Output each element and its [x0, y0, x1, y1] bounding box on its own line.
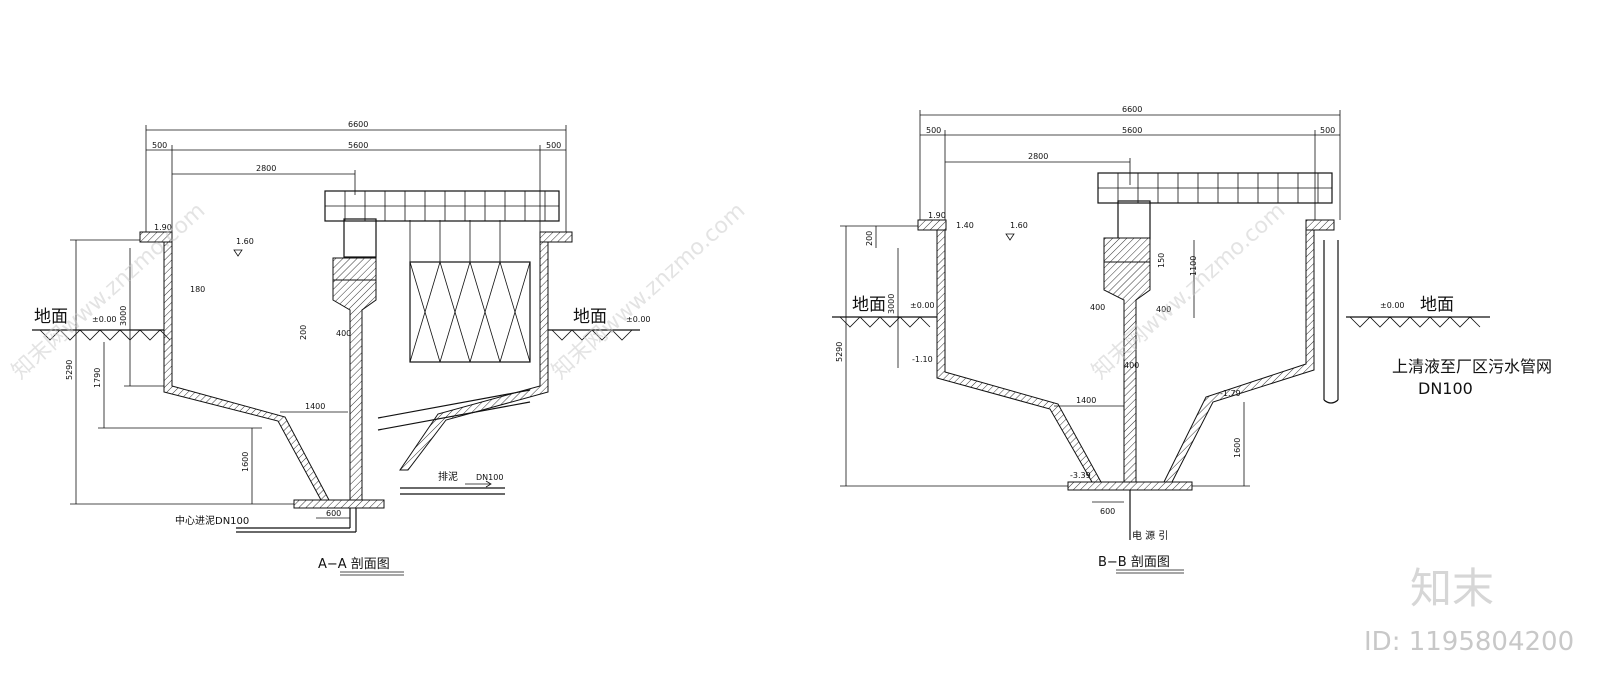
ground-label-right-b: 地面	[1420, 295, 1454, 315]
elev-low2-b: -1.79	[1220, 389, 1241, 398]
tank-body-a	[163, 241, 549, 509]
dim-200-a: 200	[299, 325, 308, 340]
section-a-a: 6600 500 5600 500 2800	[32, 120, 651, 576]
dim-400c-b: 400	[1124, 361, 1139, 370]
ground-line-b	[832, 316, 1490, 328]
dim-overall-b: 6600	[1122, 105, 1142, 114]
inclined-plate-settler-a	[377, 220, 531, 431]
dim-600-b: 600	[1100, 507, 1115, 516]
water-level-marker-a	[233, 249, 243, 257]
elev-bottom-b: -3.39	[1070, 471, 1091, 480]
dim-left-edge-b: 500	[926, 126, 941, 135]
ground-label-left-a: 地面	[34, 307, 68, 327]
dim-600-a: 600	[326, 509, 341, 518]
dimension-lines-vertical-b	[840, 225, 1250, 503]
watermark-text-2: 知末网www.znzmo.com	[547, 198, 750, 384]
dim-1790-a: 1790	[93, 368, 102, 388]
tank-body-b	[936, 229, 1315, 491]
elev-ground-b-right: ±0.00	[1380, 301, 1405, 310]
elev-water-b: 1.60	[1010, 221, 1028, 230]
power-label-b: 电 源 引	[1132, 529, 1168, 542]
ground-label-right-a: 地面	[573, 307, 607, 327]
top-slab-left-b	[917, 219, 947, 231]
drive-motor-b	[1117, 200, 1151, 240]
dim-left-edge-a: 500	[152, 141, 167, 150]
dim-1600-b: 1600	[1233, 438, 1242, 458]
dim-inner-b: 5600	[1122, 126, 1142, 135]
elev-top-a: 1.90	[154, 223, 172, 232]
top-slab-right-b	[1305, 219, 1335, 231]
section-b-b: 6600 500 5600 500 2800	[832, 105, 1552, 574]
elev-ground-a-left: ±0.00	[92, 315, 117, 324]
dim-400-a: 400	[336, 329, 351, 338]
dim-3000-b: 3000	[887, 294, 896, 314]
dim-180-a: 180	[190, 285, 205, 294]
dim-half-b: 2800	[1028, 152, 1048, 161]
elev-inner-b: 1.40	[956, 221, 974, 230]
ground-label-left-b: 地面	[852, 295, 886, 315]
dim-1400-b: 1400	[1076, 396, 1096, 405]
bridge-truss-b	[1097, 172, 1333, 204]
elev-water-a: 1.60	[236, 237, 254, 246]
dimension-lines-top-a	[145, 125, 567, 240]
dim-inner-a: 5600	[348, 141, 368, 150]
dim-5290-a: 5290	[65, 360, 74, 380]
section-a-title: A−A 剖面图	[318, 557, 390, 572]
dim-400a-b: 400	[1090, 303, 1105, 312]
pipes-a	[236, 480, 505, 533]
elev-low1-b: -1.10	[912, 355, 933, 364]
dim-overall-a: 6600	[348, 120, 368, 129]
bridge-truss-a	[324, 190, 560, 222]
dim-half-a: 2800	[256, 164, 276, 173]
dim-1600-a: 1600	[241, 452, 250, 472]
effluent-note-line1: 上清液至厂区污水管网	[1392, 357, 1552, 376]
brand-logo: 知末	[1410, 564, 1494, 613]
sludge-out-label-a: 排泥	[438, 470, 458, 483]
drive-motor-a	[343, 218, 377, 258]
sludge-out-size-a: DN100	[476, 473, 503, 482]
center-in-label-a: 中心进泥DN100	[175, 514, 249, 527]
effluent-pipe-b	[1323, 240, 1339, 404]
dim-5290-b: 5290	[835, 342, 844, 362]
dim-200-b: 200	[865, 231, 874, 246]
watermark-text-1: 知末网www.znzmo.com	[7, 198, 210, 384]
section-b-title: B−B 剖面图	[1098, 555, 1170, 570]
elev-ground-a-right: ±0.00	[626, 315, 651, 324]
elev-top-b: 1.90	[928, 211, 946, 220]
image-id: ID: 1195804200	[1364, 627, 1574, 657]
dim-right-edge-b: 500	[1320, 126, 1335, 135]
dim-150-b: 150	[1157, 253, 1166, 268]
dim-right-edge-a: 500	[546, 141, 561, 150]
dimension-lines-top-b	[919, 110, 1341, 226]
dim-1400-a: 1400	[305, 402, 325, 411]
ground-line-a	[32, 329, 640, 341]
top-slab-left-a	[139, 231, 173, 243]
water-level-marker-b	[1005, 233, 1015, 241]
effluent-note-line2: DN100	[1418, 379, 1473, 398]
elev-ground-b-left: ±0.00	[910, 301, 935, 310]
top-slab-right-a	[539, 231, 573, 243]
dim-3000-a: 3000	[119, 306, 128, 326]
dim-1100-b: 1100	[1189, 256, 1198, 276]
dim-400b-b: 400	[1156, 305, 1171, 314]
dimension-lines-vertical-a	[70, 239, 350, 519]
